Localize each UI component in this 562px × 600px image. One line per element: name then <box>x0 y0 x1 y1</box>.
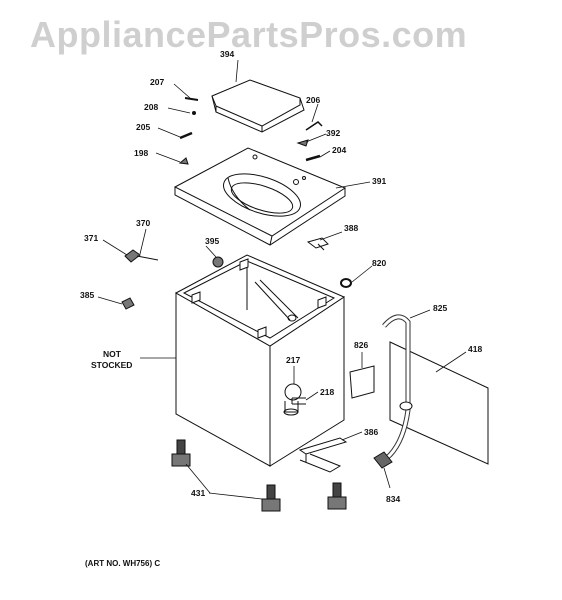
not-stocked-line1: NOT <box>103 349 122 359</box>
callout-204: 204 <box>332 145 346 155</box>
callout-825: 825 <box>433 303 447 313</box>
part-leveling-foot-2 <box>261 484 281 512</box>
part-rear-panel <box>389 341 489 465</box>
part-385 <box>121 297 135 310</box>
callout-826: 826 <box>354 340 368 350</box>
callout-394: 394 <box>220 49 234 59</box>
callout-395: 395 <box>205 236 219 246</box>
callout-834: 834 <box>386 494 400 504</box>
part-hinge-388 <box>306 237 329 251</box>
callout-418: 418 <box>468 344 482 354</box>
callout-370: 370 <box>136 218 150 228</box>
callout-391: 391 <box>372 176 386 186</box>
callout-205: 205 <box>136 122 150 132</box>
callout-371: 371 <box>84 233 98 243</box>
watermark-text: AppliancePartsPros.com <box>30 14 468 55</box>
callout-218: 218 <box>320 387 334 397</box>
part-leveling-foot-1 <box>171 439 191 467</box>
part-lid <box>211 79 305 133</box>
part-clip-820 <box>340 278 352 288</box>
callout-198: 198 <box>134 148 148 158</box>
part-small-hardware <box>178 97 323 165</box>
part-cabinet <box>174 254 346 467</box>
callout-207: 207 <box>150 77 164 87</box>
callout-386: 386 <box>364 427 378 437</box>
callout-208: 208 <box>144 102 158 112</box>
art-number: (ART NO. WH756) C <box>85 559 161 568</box>
callout-labels: 394 207 208 205 198 206 392 204 391 370 … <box>80 49 482 504</box>
callout-431: 431 <box>191 488 205 498</box>
callout-388: 388 <box>344 223 358 233</box>
callout-217: 217 <box>286 355 300 365</box>
callout-820: 820 <box>372 258 386 268</box>
part-hose-bracket <box>349 365 375 399</box>
leader-lines <box>97 59 467 500</box>
part-base-rails <box>298 437 348 473</box>
part-switch-370 <box>124 249 159 263</box>
callout-206: 206 <box>306 95 320 105</box>
part-leveling-foot-3 <box>327 482 347 510</box>
not-stocked-line2: STOCKED <box>91 360 132 370</box>
callout-385: 385 <box>80 290 94 300</box>
callout-392: 392 <box>326 128 340 138</box>
part-top-cover <box>173 147 347 246</box>
part-drain-hose <box>373 314 413 469</box>
part-395 <box>212 256 224 268</box>
